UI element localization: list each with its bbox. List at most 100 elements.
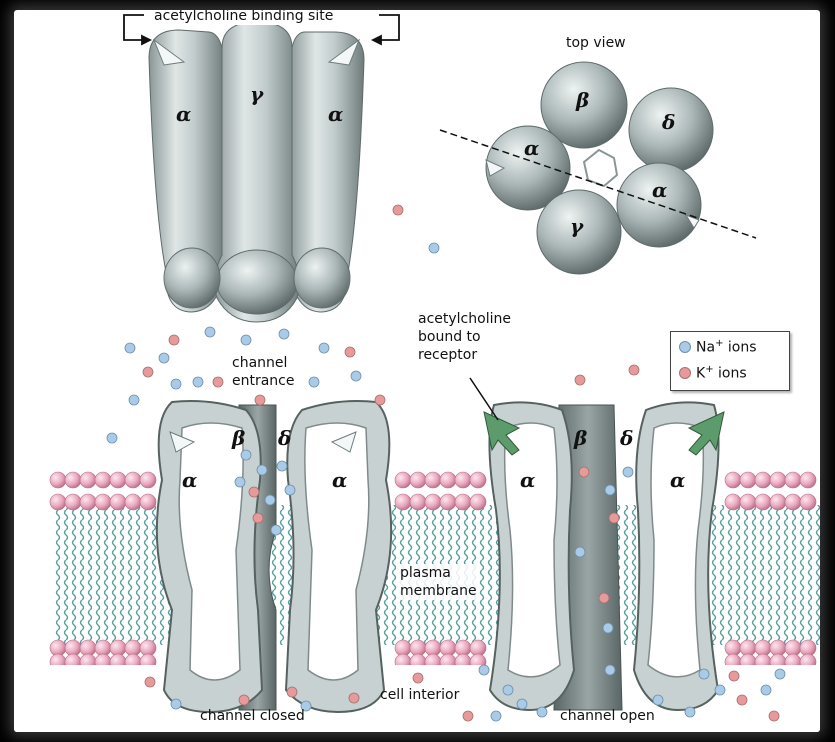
lipid-head [49, 471, 67, 489]
na-ion [622, 466, 634, 478]
lipid-head [469, 493, 487, 511]
na-ion [128, 394, 140, 406]
lipid-head [124, 639, 142, 657]
legend-row-na: Na+ ions [679, 338, 757, 356]
na-ion [714, 684, 726, 696]
legend-k-text: K+ ions [696, 364, 747, 382]
closed-subunit-beta: β [232, 426, 246, 450]
top-subunit-alpha-left: α [524, 136, 540, 160]
na-ion [264, 494, 276, 506]
na-ion [106, 432, 118, 444]
na-ion [350, 370, 362, 382]
lipid-head [94, 639, 112, 657]
k-ion [768, 710, 780, 722]
ach-bound-label: acetylcholine bound to receptor [418, 311, 511, 363]
na-ion [270, 524, 282, 536]
ach-arrow-right [687, 411, 725, 456]
lipid-head [724, 493, 742, 511]
k-ion [248, 486, 260, 498]
na-ion [574, 546, 586, 558]
closed-subunit-delta: δ [278, 426, 292, 450]
lipid-head [454, 471, 472, 489]
open-subunit-alpha-right: α [670, 468, 686, 492]
binding-site-notch-left [152, 38, 186, 66]
lipid-head [754, 471, 772, 489]
lipid-head [799, 639, 817, 657]
lipid-head [799, 493, 817, 511]
k-ion [578, 466, 590, 478]
na-ion [300, 700, 312, 712]
k-ion [344, 346, 356, 358]
top-subunit-delta: δ [662, 110, 676, 134]
lipid-head [394, 639, 412, 657]
receptor-top-view [439, 61, 757, 275]
top-subunit-alpha-right: α [652, 178, 668, 202]
na-ion [698, 668, 710, 680]
lipid-head [784, 639, 802, 657]
channel-closed-label: channel closed [200, 708, 305, 724]
top-subunit-beta: β [576, 88, 590, 112]
lipid-head [439, 471, 457, 489]
na-ion [652, 694, 664, 706]
k-ion [598, 592, 610, 604]
k-ion [462, 710, 474, 722]
k-ion [736, 694, 748, 706]
lipid-head [49, 493, 67, 511]
lipid-head [454, 639, 472, 657]
lipid-head [409, 471, 427, 489]
na-ion [774, 668, 786, 680]
na-ion [276, 460, 288, 472]
na-ion [604, 484, 616, 496]
lipid-head [469, 471, 487, 489]
na-ion [278, 328, 290, 340]
lipid-head [109, 493, 127, 511]
k-ion [412, 672, 424, 684]
channel-open [483, 401, 725, 712]
lipid-head [739, 639, 757, 657]
lipid-head [769, 471, 787, 489]
na-ion [490, 710, 502, 722]
lipid-head [409, 493, 427, 511]
lipid-head [124, 471, 142, 489]
k-ion [142, 366, 154, 378]
lipid-head [139, 471, 157, 489]
binding-site-notch-right [327, 38, 361, 66]
na-ion [760, 684, 772, 696]
lipid-head [394, 471, 412, 489]
k-ion [286, 686, 298, 698]
k-ion [392, 204, 404, 216]
lipid-head [409, 639, 427, 657]
top-view-pore [582, 148, 619, 188]
na-ion [308, 376, 320, 388]
binding-site-bracket [123, 14, 400, 46]
k-ion [254, 394, 266, 406]
lipid-head [754, 639, 772, 657]
k-ion [212, 376, 224, 388]
side-subunit-alpha-left: α [176, 102, 192, 126]
na-ion [240, 334, 252, 346]
side-view-subunit-left [148, 29, 225, 313]
k-ion [238, 694, 250, 706]
lipid-head [739, 493, 757, 511]
lipid-head [79, 493, 97, 511]
lipid-head [94, 471, 112, 489]
na-ion [428, 242, 440, 254]
na-ion [602, 622, 614, 634]
side-subunit-alpha-right: α [328, 102, 344, 126]
lipid-head [799, 471, 817, 489]
top-subunit-gamma: γ [570, 214, 584, 238]
k-ion [574, 374, 586, 386]
ach-label-leader [469, 377, 499, 421]
lipid-head [769, 493, 787, 511]
plasma-membrane-label: plasma membrane [400, 564, 477, 600]
legend-na-text: Na+ ions [696, 338, 757, 356]
k-ion [252, 512, 264, 524]
lipid-head [424, 471, 442, 489]
na-ion [234, 476, 246, 488]
na-ion-swatch [679, 340, 691, 353]
lipid-head [724, 471, 742, 489]
lipid-head [739, 471, 757, 489]
k-ion [374, 394, 386, 406]
legend-row-k: K+ ions [679, 364, 747, 382]
